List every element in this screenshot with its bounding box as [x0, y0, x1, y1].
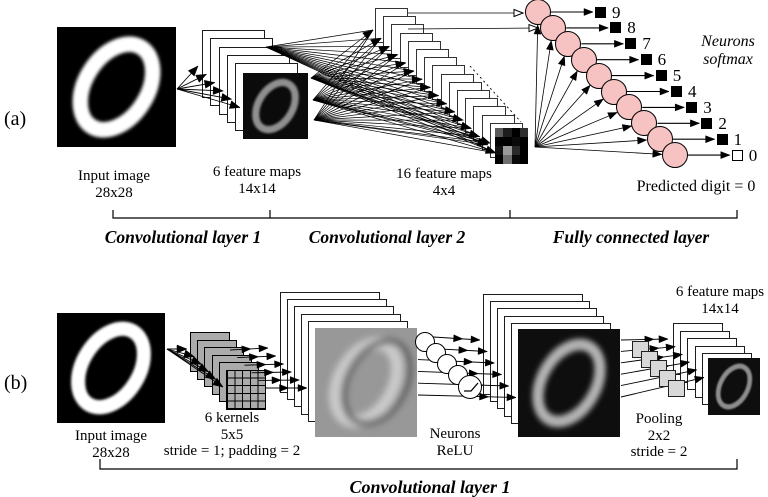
input-caption-b-line1: Input image — [74, 428, 148, 444]
pixel-cell — [511, 146, 520, 155]
output-digit: 7 — [642, 34, 651, 54]
layer-bracket-b — [99, 459, 738, 470]
softmax-neuron — [631, 110, 658, 137]
pooling-caption-line1: Pooling — [635, 411, 683, 427]
output-digit: 1 — [733, 129, 743, 149]
maps6-caption-b: 6 feature maps 14x14 — [664, 284, 768, 317]
pixel-cell — [495, 146, 504, 155]
input-caption-a-line2: 28x28 — [95, 184, 133, 201]
predicted-digit-label: Predicted digit = 0 — [636, 178, 756, 195]
kernels-caption-line1: 6 kernels — [204, 410, 260, 426]
panel-a-tag: (a) — [4, 108, 27, 130]
pixel-cell — [503, 137, 512, 146]
softmax-neuron — [555, 30, 582, 57]
maps6-caption-a-line1: 6 feature maps — [212, 164, 302, 180]
relu-neuron-with-glyph — [457, 375, 482, 399]
pixel-cell — [511, 128, 520, 137]
relu-glyph — [463, 382, 478, 392]
input-image-b — [57, 313, 165, 423]
layer-bracket-a — [112, 210, 738, 219]
output-digit: 6 — [657, 50, 667, 70]
section-conv-layer-1-a: Convolutional layer 1 — [104, 227, 262, 247]
output-square-open — [731, 149, 743, 161]
maps6-caption-a: 6 feature maps 14x14 — [197, 164, 317, 197]
pixel-cell — [495, 128, 504, 137]
pixel-cell — [503, 146, 512, 155]
relu-map-front-dark — [518, 329, 620, 437]
input-caption-b-line2: 28x28 — [92, 444, 130, 461]
pixel-cell — [511, 137, 520, 146]
output-square-filled — [655, 70, 667, 82]
section-fully-connected: Fully connected layer — [552, 227, 710, 247]
maps16-caption-a-line2: 4x4 — [432, 182, 456, 199]
pooling-caption-line2: 2x2 — [647, 427, 671, 444]
panel-b-tag: (b) — [4, 372, 28, 394]
maps6-caption-b-line1: 6 feature maps — [675, 284, 765, 300]
pooling-caption: Pooling 2x2 stride = 2 — [599, 411, 719, 461]
kernels-caption-line3: stride = 1; padding = 2 — [163, 443, 301, 459]
output-square-filled — [716, 133, 728, 145]
pixel-cell — [503, 155, 512, 164]
input-caption-a: Input image 28x28 — [54, 168, 174, 201]
neurons-relu-caption: Neurons ReLU — [405, 426, 505, 459]
output-digit: 3 — [703, 97, 712, 117]
section-conv-layer-2-a: Convolutional layer 2 — [308, 227, 466, 247]
pixel-cell — [519, 137, 528, 146]
kernel-square-5x5-grid — [226, 370, 266, 410]
output-square-filled — [686, 101, 698, 113]
softmax-neuron — [661, 142, 688, 169]
neurons-caption-line2: softmax — [703, 51, 753, 68]
output-square-filled — [701, 117, 713, 129]
pixel-cell — [495, 155, 504, 164]
output-square-filled — [625, 38, 637, 50]
input-caption-b: Input image 28x28 — [51, 428, 171, 461]
output-square-filled — [595, 6, 606, 18]
neurons-caption-line1: Neurons — [701, 33, 755, 50]
output-square-filled — [610, 22, 622, 34]
neurons-softmax-caption: Neurons softmax — [683, 33, 768, 69]
pooling-window — [668, 379, 685, 397]
conv-map-front-gray — [315, 328, 417, 437]
maps6-caption-a-line2: 14x14 — [238, 180, 276, 197]
input-image-a — [57, 27, 176, 147]
output-digit: 5 — [672, 66, 682, 86]
pixel-cell — [519, 155, 528, 164]
pixel-cell — [503, 128, 512, 137]
feature-map-front-a16-4x4 — [495, 128, 528, 164]
section-conv-layer-1-b: Convolutional layer 1 — [349, 477, 511, 497]
maps16-caption-a: 16 feature maps 4x4 — [384, 166, 504, 199]
output-square-filled — [671, 86, 682, 97]
pixel-cell — [511, 155, 520, 164]
pooling-caption-line3: stride = 2 — [630, 444, 688, 460]
neurons-relu-line2: ReLU — [436, 442, 474, 459]
output-digit: 9 — [612, 2, 621, 22]
maps16-caption-a-line1: 16 feature maps — [396, 166, 492, 182]
feature-map-front-a6 — [243, 73, 308, 139]
kernels-caption: 6 kernels 5x5 stride = 1; padding = 2 — [132, 410, 332, 460]
output-digit: 2 — [718, 113, 727, 133]
output-digit: 4 — [688, 82, 697, 101]
input-caption-a-line1: Input image — [77, 168, 151, 184]
neurons-relu-line1: Neurons — [429, 426, 481, 442]
output-digit: 0 — [748, 145, 758, 165]
pixel-cell — [519, 146, 528, 155]
pooled-map-front-dark — [708, 358, 760, 415]
maps6-caption-b-line2: 14x14 — [701, 300, 739, 317]
output-square-filled — [640, 54, 652, 66]
kernels-caption-line2: 5x5 — [220, 426, 244, 443]
output-digit: 8 — [627, 18, 636, 38]
pixel-cell — [495, 137, 504, 146]
pixel-cell — [519, 128, 528, 137]
